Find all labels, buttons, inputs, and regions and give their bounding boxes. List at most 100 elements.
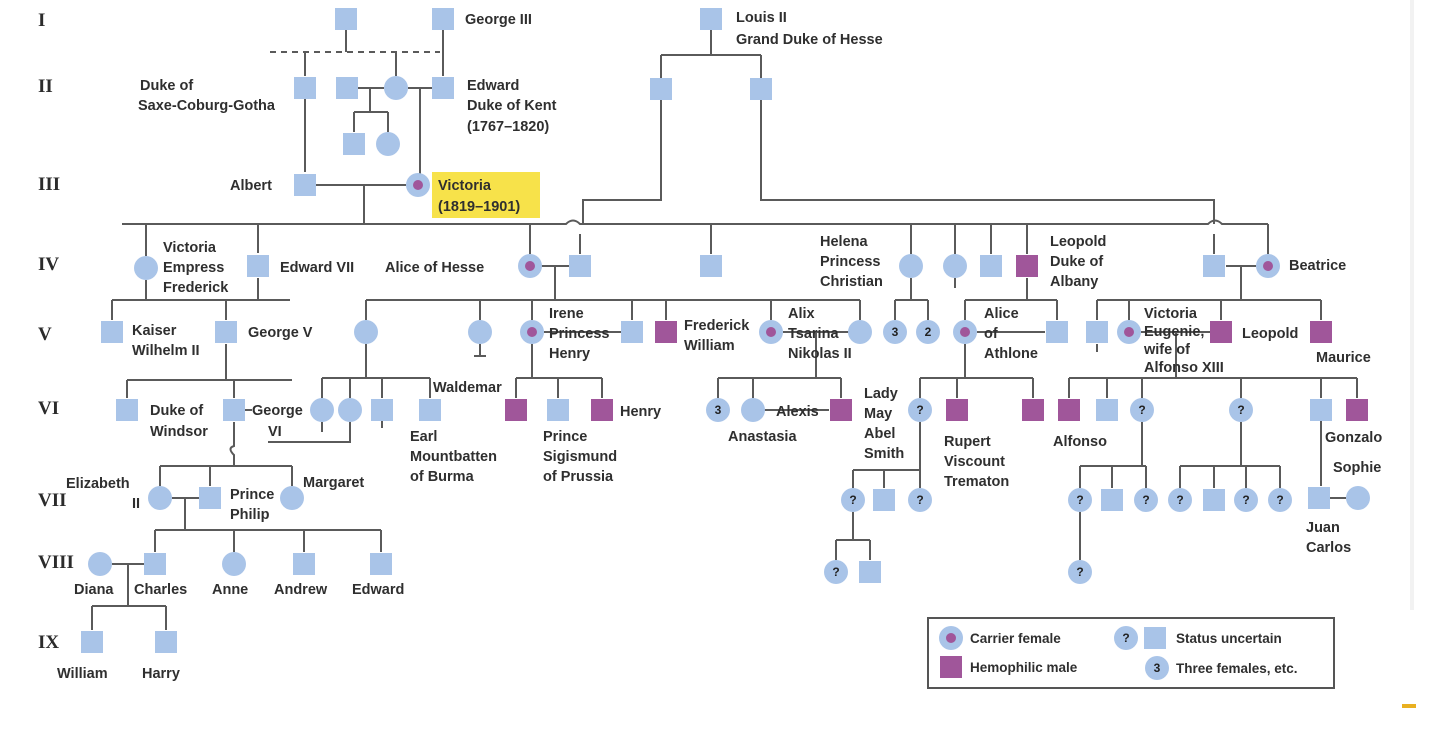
label-duke-of-kent: Duke of Kent xyxy=(467,98,557,114)
male-unaffected-6 xyxy=(432,77,454,99)
uncertain-female-6 xyxy=(1068,488,1092,512)
label-victoria-eugenie-1: Victoria xyxy=(1144,306,1198,322)
label-victoria-eugenie-2: Eugenie, xyxy=(1144,324,1204,340)
male-unaffected-19 xyxy=(1046,321,1068,343)
uncertain-female-3 xyxy=(1229,398,1253,422)
label-george-vi-1: George xyxy=(252,403,303,419)
uncertain-female-12 xyxy=(1068,560,1092,584)
carrier-dot xyxy=(413,180,423,190)
female-unaffected-anastasia xyxy=(741,398,765,422)
female-unaffected-7 xyxy=(468,320,492,344)
label-alix: Alix xyxy=(788,306,815,322)
carrier-dot xyxy=(960,327,970,337)
multiple-females-3b xyxy=(706,398,730,422)
male-unaffected-20 xyxy=(1086,321,1108,343)
male-unaffected-17 xyxy=(215,321,237,343)
legend-hemophilic-symbol xyxy=(940,656,962,678)
generation-label-ii: II xyxy=(38,76,53,97)
male-unaffected-4 xyxy=(294,77,316,99)
label-george-v: George V xyxy=(248,325,313,341)
male-unaffected-8 xyxy=(650,78,672,100)
label-alexis: Alexis xyxy=(776,404,819,420)
female-unaffected-diana xyxy=(88,552,112,576)
question-mark: ? xyxy=(1237,403,1244,417)
count-two: 2 xyxy=(925,325,932,339)
male-unaffected-harry xyxy=(155,631,177,653)
male-unaffected-9 xyxy=(750,78,772,100)
uncertain-female-7 xyxy=(1134,488,1158,512)
label-victoria: Victoria xyxy=(438,178,492,194)
label-lady: Lady xyxy=(864,386,898,402)
male-unaffected-22 xyxy=(223,399,245,421)
legend-three-females-symbol xyxy=(1145,656,1169,680)
label-andrew: Andrew xyxy=(274,582,328,598)
label-william: William xyxy=(57,666,108,682)
female-unaffected-1 xyxy=(384,76,408,100)
label-diana: Diana xyxy=(74,582,114,598)
male-unaffected-12 xyxy=(569,255,591,277)
hemophilic-male-leopold xyxy=(1016,255,1038,277)
hemophilic-male-frederick xyxy=(655,321,677,343)
label-maurice: Maurice xyxy=(1316,350,1371,366)
male-unaffected-16 xyxy=(101,321,123,343)
hemophilic-male-alexis xyxy=(830,399,852,421)
generation-label-iii: III xyxy=(38,174,60,195)
label-kaiser: Kaiser xyxy=(132,323,177,339)
label-earl: Earl xyxy=(410,429,437,445)
male-unaffected-charles xyxy=(144,553,166,575)
label-leopold-b: Leopold xyxy=(1242,326,1298,342)
label-edward-dates: (1767–1820) xyxy=(467,119,549,135)
female-unaffected-10 xyxy=(338,398,362,422)
label-alice-athlone-1: Alice xyxy=(984,306,1019,322)
label-victoria-dates: (1819–1901) xyxy=(438,199,520,215)
male-unaffected-3 xyxy=(700,8,722,30)
hemophilic-male-henry xyxy=(591,399,613,421)
question-mark: ? xyxy=(849,493,856,507)
generation-label-vii: VII xyxy=(38,490,67,511)
legend-uncertain-circle xyxy=(1114,626,1138,650)
hemophilic-male-gonzalo xyxy=(1346,399,1368,421)
question-mark: ? xyxy=(832,565,839,579)
legend: Carrier female Hemophilic male ? Status … xyxy=(927,617,1335,689)
legend-uncertain-label: Status uncertain xyxy=(1176,631,1282,646)
label-beatrice: Beatrice xyxy=(1289,258,1346,274)
male-unaffected-31 xyxy=(859,561,881,583)
label-trematon: Trematon xyxy=(944,474,1009,490)
legend-carrier-label: Carrier female xyxy=(970,631,1061,646)
female-unaffected-2 xyxy=(376,132,400,156)
uncertain-female-10 xyxy=(1268,488,1292,512)
label-elizabeth: Elizabeth xyxy=(66,476,130,492)
label-abel: Abel xyxy=(864,426,895,442)
label-victoria-eugenie-4: Alfonso XIII xyxy=(1144,360,1224,376)
label-leopold-1: Leopold xyxy=(1050,234,1106,250)
female-unaffected-3 xyxy=(134,256,158,280)
female-unaffected-4 xyxy=(899,254,923,278)
label-harry: Harry xyxy=(142,666,180,682)
label-alice-of-hesse: Alice of Hesse xyxy=(385,260,484,276)
uncertain-female-2 xyxy=(1130,398,1154,422)
question-mark: ? xyxy=(1076,493,1083,507)
label-duke-of-windsor-1: Duke of xyxy=(150,403,203,419)
male-unaffected-13 xyxy=(700,255,722,277)
label-prince: Prince xyxy=(543,429,587,445)
female-unaffected-8 xyxy=(848,320,872,344)
female-unaffected-5 xyxy=(943,254,967,278)
multiple-females-3 xyxy=(883,320,907,344)
label-duke-of-windsor-2: Windsor xyxy=(150,424,208,440)
male-unaffected-7 xyxy=(343,133,365,155)
count-three: 3 xyxy=(1154,661,1161,675)
male-unaffected-15 xyxy=(1203,255,1225,277)
uncertain-female-9 xyxy=(1234,488,1258,512)
question-mark: ? xyxy=(1242,493,1249,507)
question-mark: ? xyxy=(1076,565,1083,579)
label-carlos: Carlos xyxy=(1306,540,1351,556)
label-george-vi-2: VI xyxy=(268,424,282,440)
generation-label-v: V xyxy=(38,324,52,345)
male-unaffected-juan-carlos xyxy=(1308,487,1330,509)
carrier-dot xyxy=(527,327,537,337)
female-unaffected-6 xyxy=(354,320,378,344)
male-unaffected-18 xyxy=(621,321,643,343)
generation-label-iv: IV xyxy=(38,254,59,275)
question-mark: ? xyxy=(1142,493,1149,507)
generation-label-ix: IX xyxy=(38,632,59,653)
